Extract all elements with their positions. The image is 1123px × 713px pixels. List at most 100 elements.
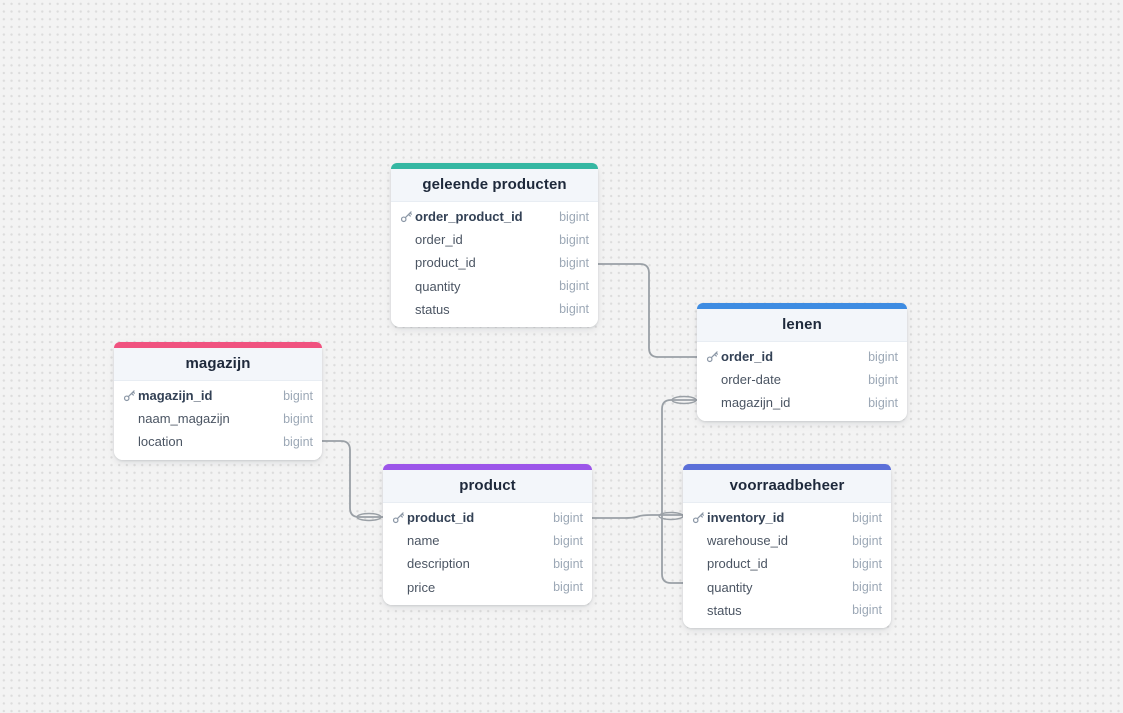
key-icon-placeholder (392, 581, 405, 594)
table-title: magazijn (185, 355, 251, 372)
primary-key-icon (123, 389, 136, 402)
relationship-geleende-producten-product-id-to-lenen-order-id[interactable] (597, 263, 698, 358)
field-name: status (415, 301, 450, 317)
field-row-status[interactable]: status bigint (683, 599, 891, 622)
primary-key-icon (706, 350, 719, 363)
field-name: order_id (721, 349, 774, 365)
field-name: name (407, 533, 440, 549)
field-type: bigint (559, 209, 589, 224)
table-title: voorraadbeheer (729, 477, 845, 494)
field-name: location (138, 434, 183, 450)
field-type: bigint (283, 411, 313, 426)
key-icon-placeholder (706, 396, 719, 409)
field-name: magazijn_id (721, 395, 791, 411)
field-name: warehouse_id (707, 533, 788, 549)
field-name: quantity (707, 579, 753, 595)
field-name: product_id (415, 255, 476, 271)
table-title: geleende producten (422, 176, 567, 193)
field-row-naam-magazijn[interactable]: naam_magazijn bigint (114, 407, 322, 430)
field-type: bigint (559, 255, 589, 270)
field-row-quantity[interactable]: quantity bigint (683, 576, 891, 599)
field-row-status[interactable]: status bigint (391, 298, 598, 321)
key-icon-placeholder (400, 280, 413, 293)
field-type: bigint (553, 533, 583, 548)
key-icon-placeholder (123, 412, 136, 425)
key-icon-placeholder (392, 557, 405, 570)
field-type: bigint (283, 434, 313, 449)
field-row-name[interactable]: name bigint (383, 529, 592, 552)
field-row-product-id[interactable]: product_id bigint (391, 251, 598, 274)
field-type: bigint (553, 510, 583, 525)
field-name: quantity (415, 278, 461, 294)
relationship-magazijn-location-to-product-product-id[interactable] (321, 440, 384, 518)
key-icon-placeholder (692, 581, 705, 594)
field-name: order_id (415, 232, 463, 248)
field-name: product_id (707, 556, 768, 572)
table-header-voorraadbeheer[interactable]: voorraadbeheer (683, 470, 891, 503)
field-type: bigint (868, 349, 898, 364)
primary-key-icon (392, 511, 405, 524)
table-header-lenen[interactable]: lenen (697, 309, 907, 342)
field-type: bigint (868, 395, 898, 410)
field-row-order-id[interactable]: order_id bigint (391, 228, 598, 251)
field-row-product-id[interactable]: product_id bigint (383, 506, 592, 529)
field-row-location[interactable]: location bigint (114, 430, 322, 453)
relationship-product-product-id-to-voorraadbeheer-inventory-id[interactable] (591, 514, 684, 519)
field-name: naam_magazijn (138, 411, 230, 427)
table-header-product[interactable]: product (383, 470, 592, 503)
table-accent-bar (697, 303, 907, 309)
table-header-geleende-producten[interactable]: geleende producten (391, 169, 598, 202)
field-type: bigint (868, 372, 898, 387)
table-accent-bar (391, 163, 598, 169)
key-icon-placeholder (692, 604, 705, 617)
key-icon-placeholder (392, 534, 405, 547)
field-type: bigint (559, 232, 589, 247)
field-name: product_id (407, 510, 475, 526)
field-name: status (707, 602, 742, 618)
table-accent-bar (383, 464, 592, 470)
field-row-description[interactable]: description bigint (383, 552, 592, 575)
field-type: bigint (852, 510, 882, 525)
field-row-order-date[interactable]: order-date bigint (697, 368, 907, 391)
field-name: magazijn_id (138, 388, 213, 404)
table-header-magazijn[interactable]: magazijn (114, 348, 322, 381)
field-row-quantity[interactable]: quantity bigint (391, 275, 598, 298)
field-name: price (407, 579, 436, 595)
field-row-order-id[interactable]: order_id bigint (697, 345, 907, 368)
key-icon-placeholder (400, 256, 413, 269)
key-icon-placeholder (123, 435, 136, 448)
key-icon-placeholder (692, 557, 705, 570)
field-type: bigint (559, 279, 589, 294)
field-type: bigint (553, 580, 583, 595)
field-row-price[interactable]: price bigint (383, 576, 592, 599)
primary-key-icon (400, 210, 413, 223)
field-name: description (407, 556, 470, 572)
table-title: product (459, 477, 516, 494)
field-type: bigint (852, 580, 882, 595)
relationship-lenen-magazijn-id-to-voorraadbeheer-quantity[interactable] (661, 399, 698, 584)
field-type: bigint (852, 603, 882, 618)
table-accent-bar (683, 464, 891, 470)
field-row-magazijn-id[interactable]: magazijn_id bigint (697, 391, 907, 414)
field-type: bigint (283, 388, 313, 403)
field-name: order-date (721, 372, 781, 388)
key-icon-placeholder (400, 233, 413, 246)
field-type: bigint (559, 302, 589, 317)
field-type: bigint (553, 556, 583, 571)
field-row-magazijn-id[interactable]: magazijn_id bigint (114, 384, 322, 407)
